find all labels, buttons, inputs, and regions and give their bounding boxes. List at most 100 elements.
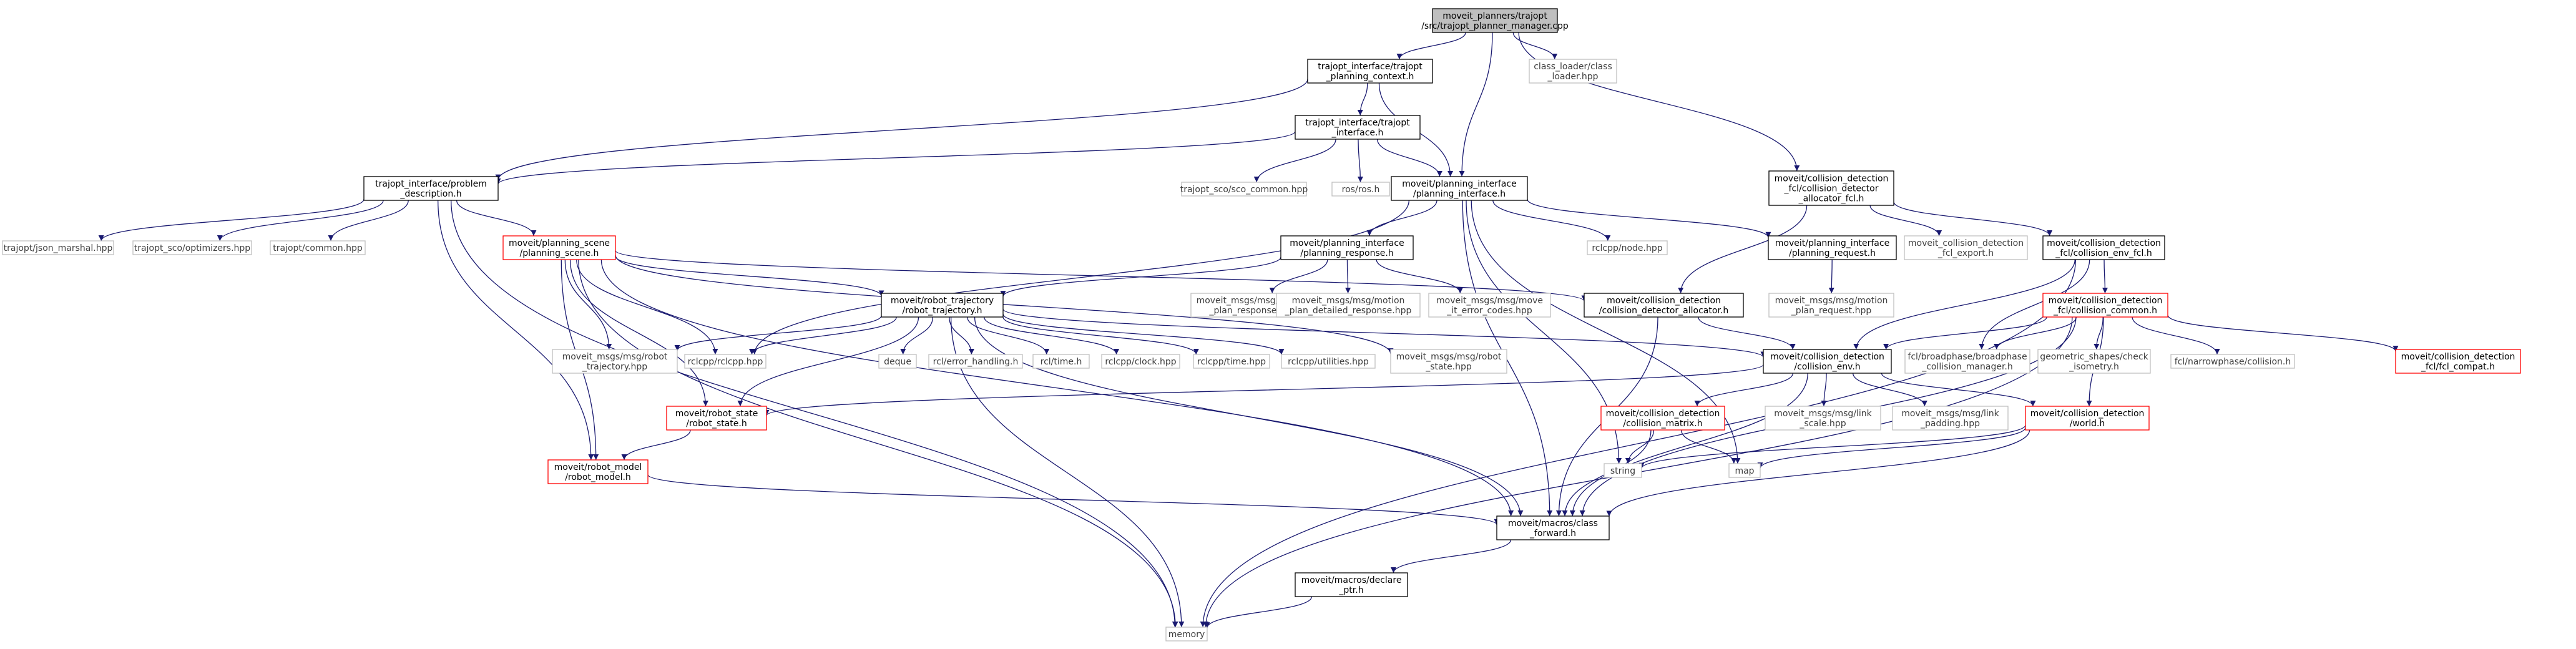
node-planning-context[interactable]: trajopt_interface/trajopt_planning_conte… [1307,59,1433,84]
node-rclcpp-clock: rclcpp/clock.hpp [1101,354,1180,369]
edge-robot_trajectory-to-rclcpp_clock [983,316,1120,355]
edge-collision_common-to-broadphase [1994,316,2077,350]
node-label-line: rcl/error_handling.h [933,357,1019,367]
node-trajopt-interface[interactable]: trajopt_interface/trajopt_interface.h [1295,115,1421,140]
edge-planning_response-to-move_it_error_codes [1376,259,1463,294]
edge-problem_description-to-optimizers [217,200,384,242]
node-label-line: moveit_collision_detection [1908,238,2024,248]
edge-cd_allocator_fcl-to-collision_env_fcl [1893,202,2053,237]
node-label-line: _scale.hpp [1799,419,1846,429]
node-rcl-time: rcl/time.h [1032,354,1090,369]
node-label-line: fcl/narrowphase/collision.h [2175,357,2291,367]
node-box [1768,235,1897,260]
node-root[interactable]: moveit_planners/trajopt/src/trajopt_plan… [1421,8,1569,33]
node-label-line: moveit/collision_detection [1770,352,1884,362]
node-fcl-export: moveit_collision_detection_fcl_export.h [1904,235,2028,260]
node-rclcpp-time: rclcpp/time.hpp [1193,354,1270,369]
node-robot-trajectory[interactable]: moveit/robot_trajectory/robot_trajectory… [881,293,1004,318]
edge-collision_env-to-link_scale [1821,373,1827,407]
edge-robot_trajectory-to-rclcpp_time [1002,316,1199,355]
node-label-line: rcl/time.h [1041,357,1082,367]
edges-layer [98,32,2399,628]
node-label-line: _fcl/fcl_compat.h [2421,362,2495,372]
node-collision-env[interactable]: moveit/collision_detection/collision_env… [1763,349,1892,374]
node-label-line: memory [1168,630,1205,640]
node-motion-plan-request: moveit_msgs/msg/motion_plan_request.hpp [1768,293,1894,318]
node-class-forward[interactable]: moveit/macros/class_forward.h [1496,515,1610,540]
edge-collision_common-to-check_isometry [2094,316,2103,350]
node-error-handling: rcl/error_handling.h [928,354,1023,369]
node-label-line: rclcpp/utilities.hpp [1288,357,1369,367]
node-box [547,459,649,484]
node-label-line: moveit/robot_model [554,462,642,472]
node-label-line: trajopt_interface/problem [375,179,487,189]
node-optimizers: trajopt_sco/optimizers.hpp [132,240,252,255]
node-robot-state[interactable]: moveit/robot_state/robot_state.h [666,406,767,431]
node-problem-description[interactable]: trajopt_interface/problem_description.h [363,176,499,201]
node-planning-response[interactable]: moveit/planning_interface/planning_respo… [1280,235,1414,260]
node-label-line: _forward.h [1529,529,1576,539]
node-world[interactable]: moveit/collision_detection/world.h [2025,406,2150,431]
node-collision-common[interactable]: moveit/collision_detection_fcl/collision… [2042,293,2168,318]
edge-robot_trajectory-to-deque [900,316,934,355]
node-label-line: moveit_msgs/msg/robot [562,352,668,362]
node-collision-env-fcl[interactable]: moveit/collision_detection_fcl/collision… [2042,235,2165,260]
edge-robot_trajectory-to-rclcpp_utilities [1002,313,1285,355]
node-label-line: /planning_request.h [1789,248,1876,258]
node-planning-request[interactable]: moveit/planning_interface/planning_reque… [1768,235,1897,260]
edge-root-to-planning_interface [1459,32,1493,177]
node-label-line: _fcl/collision_env_fcl.h [2055,248,2152,258]
node-label-line: _isometry.h [2069,362,2119,372]
edge-robot_trajectory-to-rcl_time [967,316,1050,355]
node-label-line: /robot_trajectory.h [902,306,982,316]
node-label-line: moveit_msgs/msg/motion [1292,296,1405,306]
node-declare-ptr[interactable]: moveit/macros/declare_ptr.h [1295,572,1408,597]
node-box [1331,182,1390,197]
node-box [1032,354,1090,369]
node-map: map [1728,463,1761,478]
edge-collision_env_fcl-to-broadphase [1979,259,2090,350]
node-label-line: rclcpp/rclcpp.hpp [688,357,763,367]
node-label-line: /collision_detector_allocator.h [1599,306,1728,316]
node-fcl-compat[interactable]: moveit/collision_detection_fcl/fcl_compa… [2395,349,2521,374]
node-cd-allocator[interactable]: moveit/collision_detection/collision_det… [1584,293,1744,318]
node-collision-matrix[interactable]: moveit/collision_detection/collision_mat… [1600,406,1725,431]
node-cd-allocator-fcl[interactable]: moveit/collision_detection_fcl/collision… [1768,170,1894,206]
edge-planning_interface-to-planning_request [1527,199,1771,238]
node-label-line: moveit/planning_interface [1290,238,1404,248]
node-box [270,240,366,255]
node-msg-robot-state: moveit_msgs/msg/robot_state.hpp [1390,349,1507,374]
node-box [684,354,766,369]
node-box [1892,406,2009,431]
edge-robot_trajectory-to-error_handling [949,316,974,355]
edge-class_forward-to-declare_ptr [1391,539,1512,573]
node-label-line: moveit/collision_detection [2401,352,2515,362]
node-planning-scene[interactable]: moveit/planning_scene/planning_scene.h [502,235,616,260]
edge-planning_interface-to-string [1466,200,1622,464]
node-label-line: /robot_state.h [686,419,747,429]
edge-collision_env-to-class_forward [1569,373,1808,517]
node-label-line: moveit/macros/declare [1301,575,1402,585]
node-box [1728,463,1761,478]
edge-robot_trajectory-to-memory [950,316,1185,628]
edge-world-to-map [1757,427,2026,469]
edge-planning_interface-to-planning_response [1366,200,1437,237]
node-box [2395,349,2521,374]
node-label-line: fcl/broadphase/broadphase [1908,352,2027,362]
node-label-line: moveit/collision_detection [2049,296,2163,306]
node-narrowphase: fcl/narrowphase/collision.h [2170,354,2295,369]
edge-collision_matrix-to-map [1680,429,1737,464]
edge-collision_env_fcl-to-collision_common [2102,259,2108,294]
node-box [1768,293,1894,318]
node-planning-interface[interactable]: moveit/planning_interface/planning_inter… [1391,176,1528,201]
node-robot-model[interactable]: moveit/robot_model/robot_model.h [547,459,649,484]
edge-cd_allocator-to-collision_env [1698,316,1796,350]
edge-collision_env_fcl-to-collision_env [1853,259,2075,350]
node-memory: memory [1165,627,1208,642]
node-label-line: moveit/macros/class [1508,519,1598,529]
node-label-line: moveit/planning_interface [1402,179,1516,189]
edge-problem_description-to-common [328,200,409,242]
node-box [1276,293,1421,318]
edge-root-to-class_loader [1512,32,1558,60]
node-box [2170,354,2295,369]
